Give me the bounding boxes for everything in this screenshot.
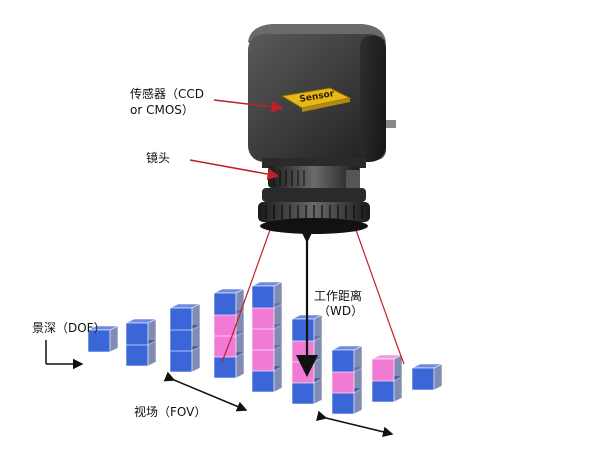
sensor-pointer-arrow xyxy=(213,99,284,113)
working-distance-label-line2: （WD） xyxy=(318,304,363,318)
dof-bracket xyxy=(45,340,84,370)
cube xyxy=(87,325,119,353)
cube xyxy=(125,318,157,346)
lens-pointer-arrow xyxy=(189,159,280,181)
camera: Sensor xyxy=(248,24,396,234)
sensor-chip: Sensor xyxy=(280,87,352,112)
fov-arrows xyxy=(163,371,394,437)
lens-label: 镜头 xyxy=(146,150,170,165)
cube xyxy=(411,363,443,391)
cube xyxy=(169,303,201,331)
cube xyxy=(371,375,403,403)
fov-label: 视场（FOV） xyxy=(134,404,206,419)
lens-mount xyxy=(262,158,366,168)
target-cube-grid xyxy=(87,281,443,415)
cube xyxy=(213,288,245,316)
cube xyxy=(251,281,283,309)
cube xyxy=(371,354,403,382)
fov-cone-lines xyxy=(221,229,405,365)
sensor-label: 传感器（CCD xyxy=(130,86,204,101)
dof-label: 景深（DOF） xyxy=(32,321,106,335)
cube xyxy=(331,345,363,373)
working-distance-label: 工作距离 xyxy=(314,288,362,303)
lens xyxy=(258,166,370,234)
sensor-label-line2: or CMOS） xyxy=(130,103,194,117)
